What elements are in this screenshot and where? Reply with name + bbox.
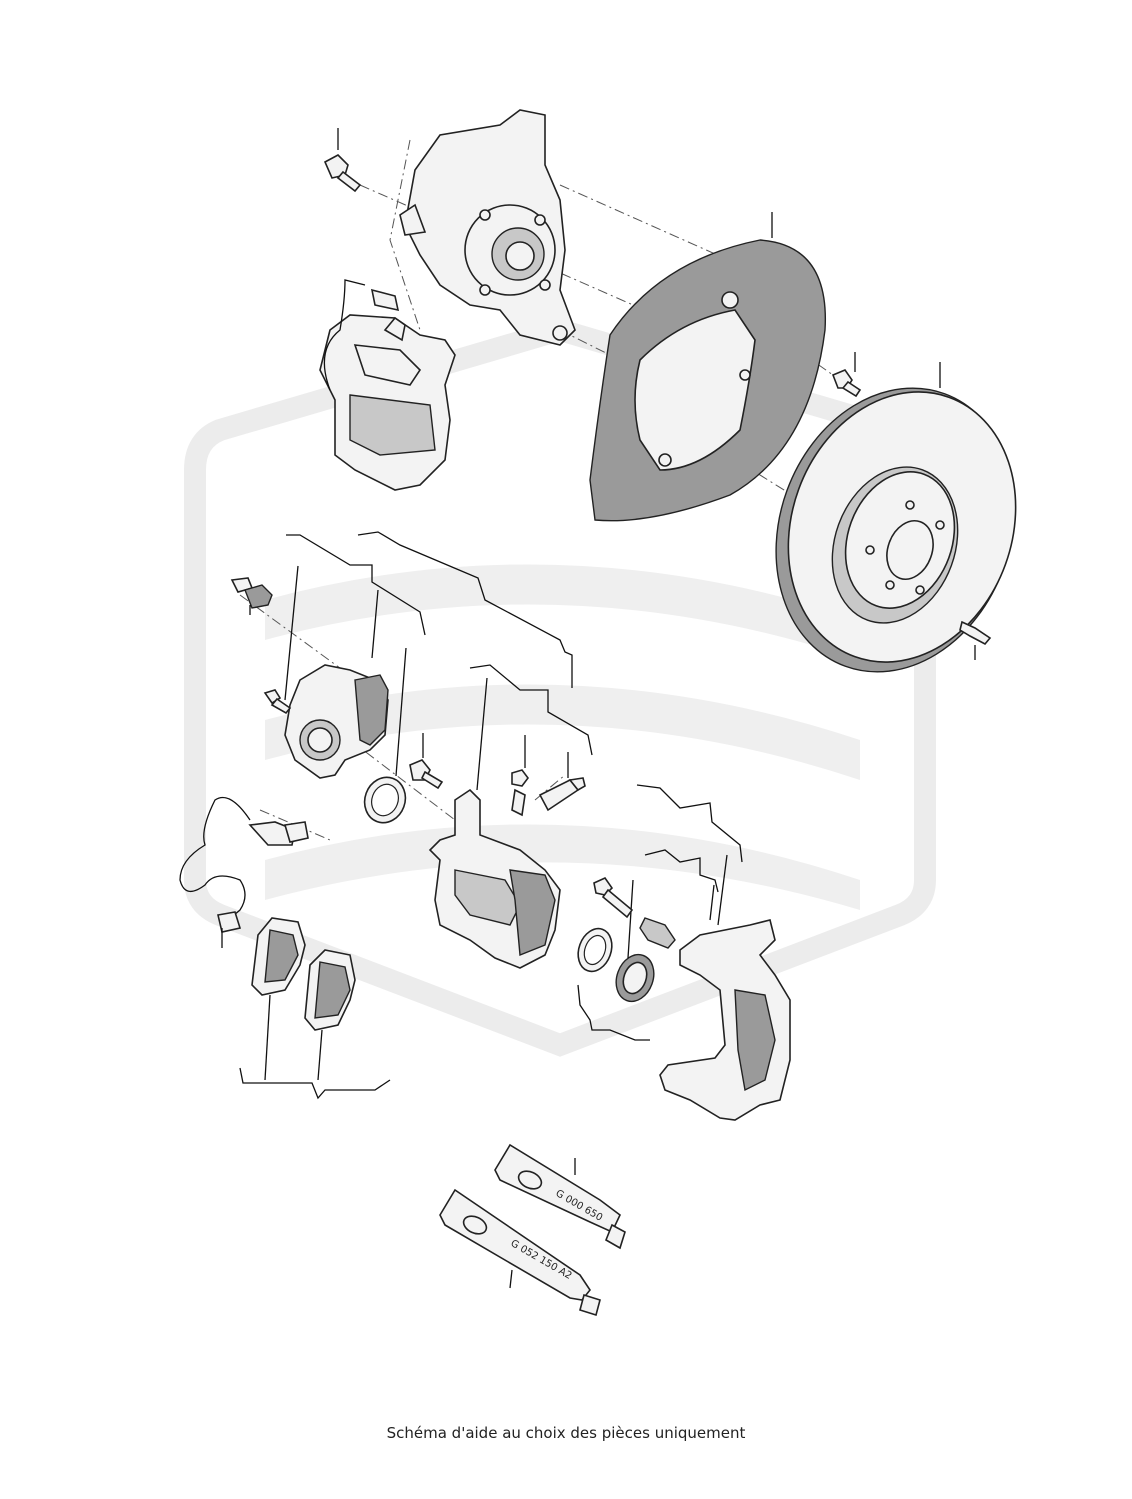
group-brackets xyxy=(239,531,743,1100)
caption: Schéma d'aide au choix des pièces unique… xyxy=(386,1424,746,1442)
bleed-valve xyxy=(511,735,529,817)
o-ring xyxy=(363,647,407,824)
wear-indicator-cable xyxy=(179,796,309,948)
guide-bolt xyxy=(593,876,634,919)
piston-seal xyxy=(577,927,613,973)
brake-sensor xyxy=(230,577,273,615)
guide-spring xyxy=(639,917,676,949)
brake-disc xyxy=(775,362,1017,673)
knuckle-bolt xyxy=(323,128,362,193)
brake-pad-1 xyxy=(251,917,306,1081)
motor-screw xyxy=(263,689,292,715)
caliper-assembled xyxy=(319,279,456,491)
caliper-housing xyxy=(428,677,561,969)
wheel-hub-knuckle xyxy=(399,109,576,346)
brake-pad-2 xyxy=(304,949,356,1081)
guide-pin xyxy=(538,752,586,812)
parking-brake-motor xyxy=(284,565,389,779)
grease-tube-1 xyxy=(494,1143,626,1250)
disc-screw xyxy=(959,620,992,660)
caliper-bolt xyxy=(409,733,444,790)
backing-plate-bolt xyxy=(831,352,862,398)
caliper-carrier xyxy=(659,854,791,1121)
grease-tube-2 xyxy=(439,1188,601,1317)
brake-backing-plate xyxy=(589,212,827,522)
dust-boot xyxy=(615,879,655,1003)
